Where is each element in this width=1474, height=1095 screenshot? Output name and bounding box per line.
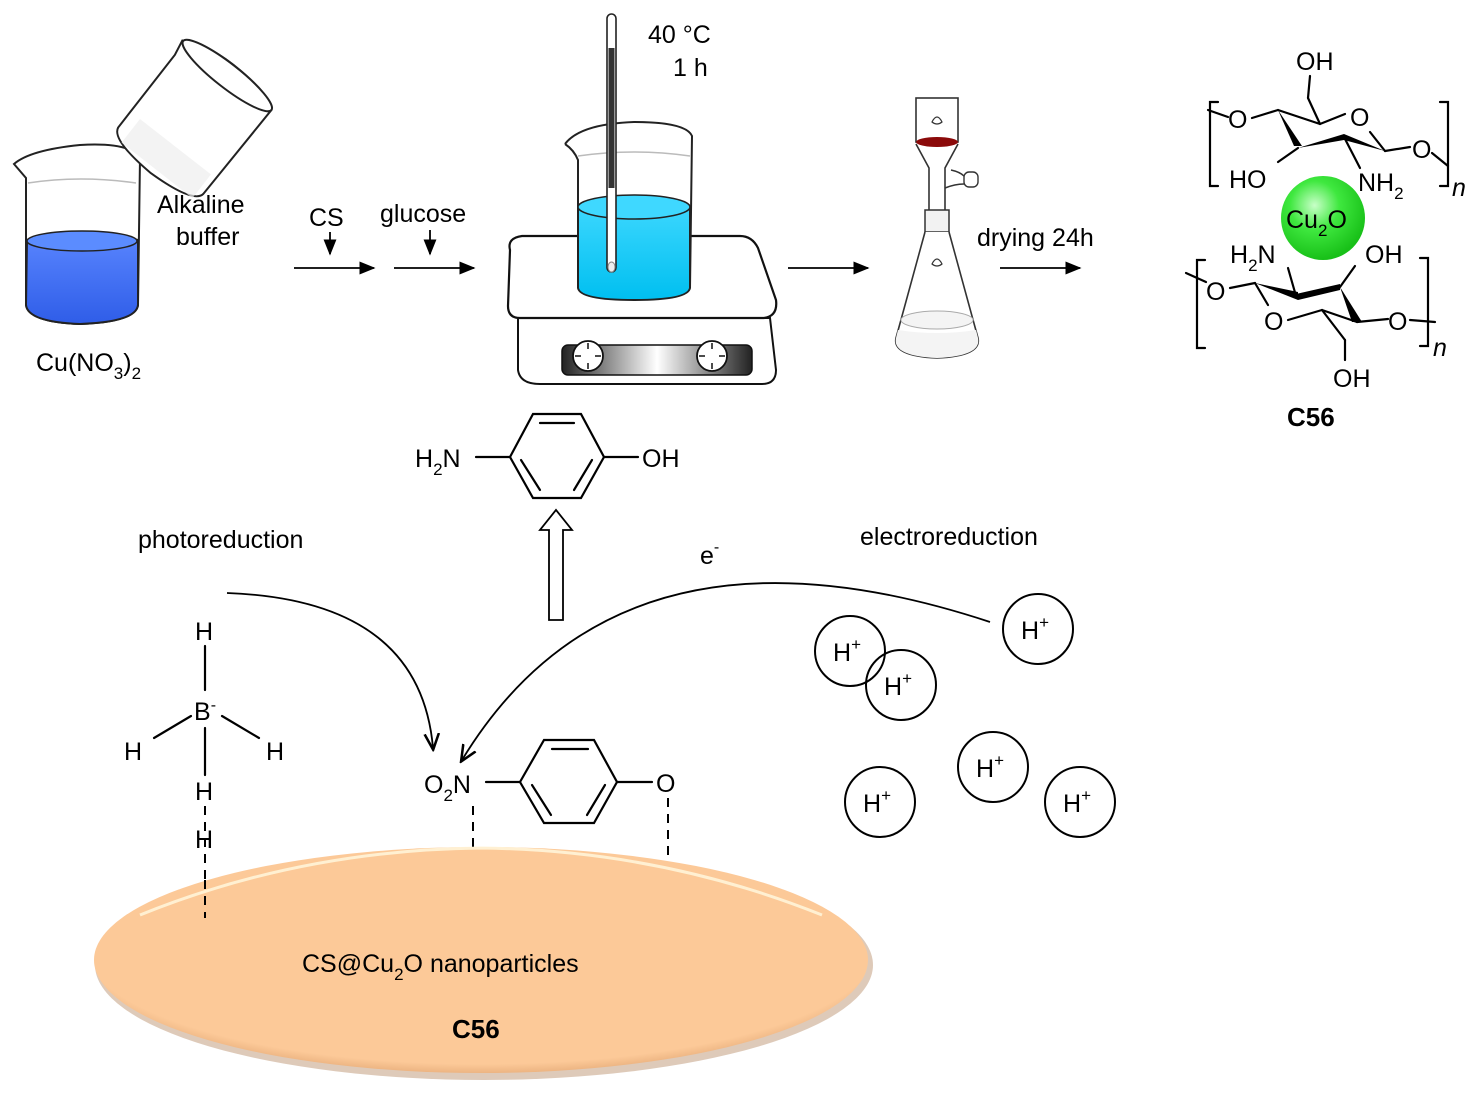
chitosan-top-unit: O OH O O HO NH2 n <box>1206 48 1466 203</box>
reaction-beaker <box>564 120 694 302</box>
proton-label: H+ <box>884 669 912 701</box>
bracket-left <box>1195 258 1207 350</box>
proton-circle <box>1002 593 1074 665</box>
knob-left-icon <box>572 340 604 372</box>
svg-text:OH: OH <box>1365 241 1403 269</box>
proton-circle <box>844 766 916 838</box>
svg-text:H: H <box>195 778 213 806</box>
temperature-label: 40 °C <box>648 21 711 49</box>
alkaline-buffer-beaker <box>116 38 274 199</box>
electroreduction-label: electroreduction <box>860 523 1038 551</box>
time-label: 1 h <box>673 54 708 82</box>
proton-group: H+ H+ H+ H+ H+ H+ <box>814 593 1116 838</box>
svg-text:B-: B- <box>194 697 216 726</box>
reduction-open-arrow <box>538 508 574 621</box>
buffer-label-line1: Alkaline <box>157 191 245 219</box>
filter-cake <box>916 137 958 147</box>
proton-label: H+ <box>833 635 861 667</box>
svg-text:H2N: H2N <box>415 445 461 479</box>
svg-text:n: n <box>1452 174 1466 202</box>
electron-label: e- <box>700 539 719 570</box>
svg-text:O: O <box>1264 308 1283 336</box>
proton: H+ <box>1044 766 1116 838</box>
svg-text:H: H <box>195 618 213 646</box>
bracket-right <box>1438 100 1450 188</box>
chitosan-bottom-unit: O O H2N OH O OH n <box>1184 241 1447 393</box>
filtration-apparatus <box>894 97 980 359</box>
svg-text:O: O <box>1412 136 1431 164</box>
spade-icon <box>931 258 943 267</box>
svg-text:O: O <box>656 770 675 798</box>
svg-text:H2N: H2N <box>1230 241 1276 275</box>
svg-text:OH: OH <box>1333 365 1371 393</box>
svg-text:H: H <box>124 738 142 766</box>
svg-text:O2N: O2N <box>424 771 471 805</box>
proton-circle <box>957 731 1029 803</box>
cu2o-particle: Cu2O <box>1281 176 1365 260</box>
proton: H+ <box>957 731 1029 803</box>
cu-nitrate-label: Cu(NO3)2 <box>36 349 141 383</box>
bracket-right <box>1418 256 1430 348</box>
svg-text:OH: OH <box>1296 48 1334 76</box>
nanoparticle-support: CS@Cu2O nanoparticles C56 <box>94 846 873 1080</box>
support-ellipse <box>94 847 868 1073</box>
cs-label: CS <box>309 204 344 232</box>
bracket-left <box>1208 100 1220 188</box>
borohydride-ion: H B- H H H H <box>124 618 284 918</box>
proton: H+ <box>844 766 916 838</box>
svg-text:OH: OH <box>642 445 680 473</box>
thermometer-icon <box>606 13 617 273</box>
proton-label: H+ <box>1063 786 1091 818</box>
buffer-label-line2: buffer <box>176 223 239 251</box>
svg-text:O: O <box>1228 106 1247 134</box>
proton-label: H+ <box>863 786 891 818</box>
glucose-label: glucose <box>380 200 466 228</box>
proton: H+ <box>814 615 886 687</box>
photoreduction-label: photoreduction <box>138 526 303 554</box>
svg-text:n: n <box>1433 334 1447 362</box>
knob-right-icon <box>696 340 728 372</box>
photoreduction-arrow <box>226 592 433 748</box>
proton: H+ <box>1002 593 1074 665</box>
proton: H+ <box>865 649 937 721</box>
aminophenol-product: H2N OH <box>415 412 680 500</box>
svg-text:HO: HO <box>1229 166 1267 194</box>
proton-label: H+ <box>976 751 1004 783</box>
electroreduction-arrow <box>462 582 991 760</box>
support-label: CS@Cu2O nanoparticles <box>302 950 579 984</box>
proton-circle <box>814 615 886 687</box>
support-compound-id: C56 <box>452 1014 500 1044</box>
svg-text:H: H <box>195 826 213 854</box>
svg-text:H: H <box>266 738 284 766</box>
svg-text:O: O <box>1350 104 1369 132</box>
svg-text:NH2: NH2 <box>1358 169 1404 203</box>
svg-text:O: O <box>1206 278 1225 306</box>
svg-text:O: O <box>1388 308 1407 336</box>
proton-label: H+ <box>1021 613 1049 645</box>
proton-circle <box>1044 766 1116 838</box>
drying-label: drying 24h <box>977 224 1094 252</box>
spade-icon <box>931 116 943 125</box>
cu2o-label: Cu2O <box>1286 206 1347 240</box>
compound-id-label: C56 <box>1287 402 1335 432</box>
proton-circle <box>865 649 937 721</box>
cu-nitrate-beaker <box>12 143 142 326</box>
